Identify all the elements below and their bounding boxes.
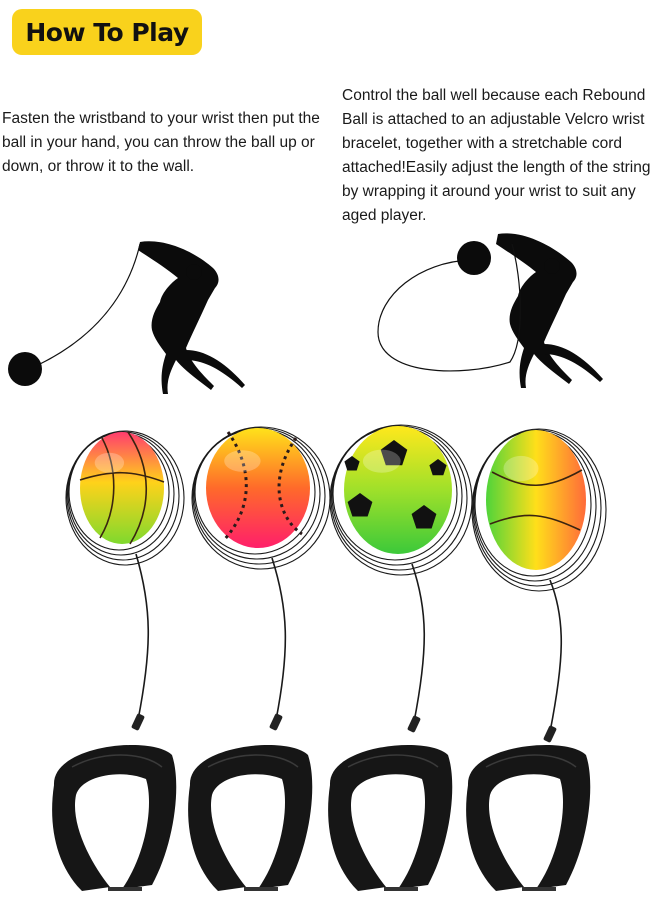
ball-pattern xyxy=(222,431,303,542)
basketball-pattern-ball xyxy=(80,432,164,544)
baseball-pattern-ball xyxy=(206,428,310,548)
tennis-pattern-ball xyxy=(486,430,586,570)
how-to-play-badge: How To Play xyxy=(12,9,202,55)
velcro-wrist-strap xyxy=(328,745,453,891)
ball-pattern xyxy=(489,469,583,531)
page-title: How To Play xyxy=(25,17,189,47)
throwing-figure-icon-left xyxy=(138,241,245,394)
instruction-right: Control the ball well because each Rebou… xyxy=(342,87,651,224)
cord-buckle xyxy=(543,725,557,743)
product-2 xyxy=(188,426,331,891)
cord-buckle xyxy=(407,715,421,733)
product-3 xyxy=(328,424,473,891)
ball-icon-left xyxy=(8,352,42,386)
cord-buckle xyxy=(131,713,145,731)
cord-left xyxy=(37,243,141,366)
ball-pattern xyxy=(79,431,165,545)
coiled-cord xyxy=(471,428,607,592)
ball-pattern xyxy=(344,440,447,529)
elastic-cord xyxy=(271,557,287,721)
elastic-cord xyxy=(411,563,426,723)
ball-icon-right xyxy=(457,241,491,275)
velcro-wrist-strap xyxy=(52,745,177,891)
cord-buckle xyxy=(269,713,283,731)
velcro-wrist-strap xyxy=(188,745,313,891)
product-4 xyxy=(466,428,607,891)
product-1 xyxy=(52,430,185,891)
elastic-cord xyxy=(549,579,563,733)
elastic-cord xyxy=(135,553,150,721)
product-row xyxy=(52,424,607,891)
cord-right xyxy=(377,243,521,372)
velcro-wrist-strap xyxy=(466,745,591,891)
instruction-left: Fasten the wristband to your wrist then … xyxy=(2,110,320,175)
throwing-figure-icon-right xyxy=(496,233,603,388)
